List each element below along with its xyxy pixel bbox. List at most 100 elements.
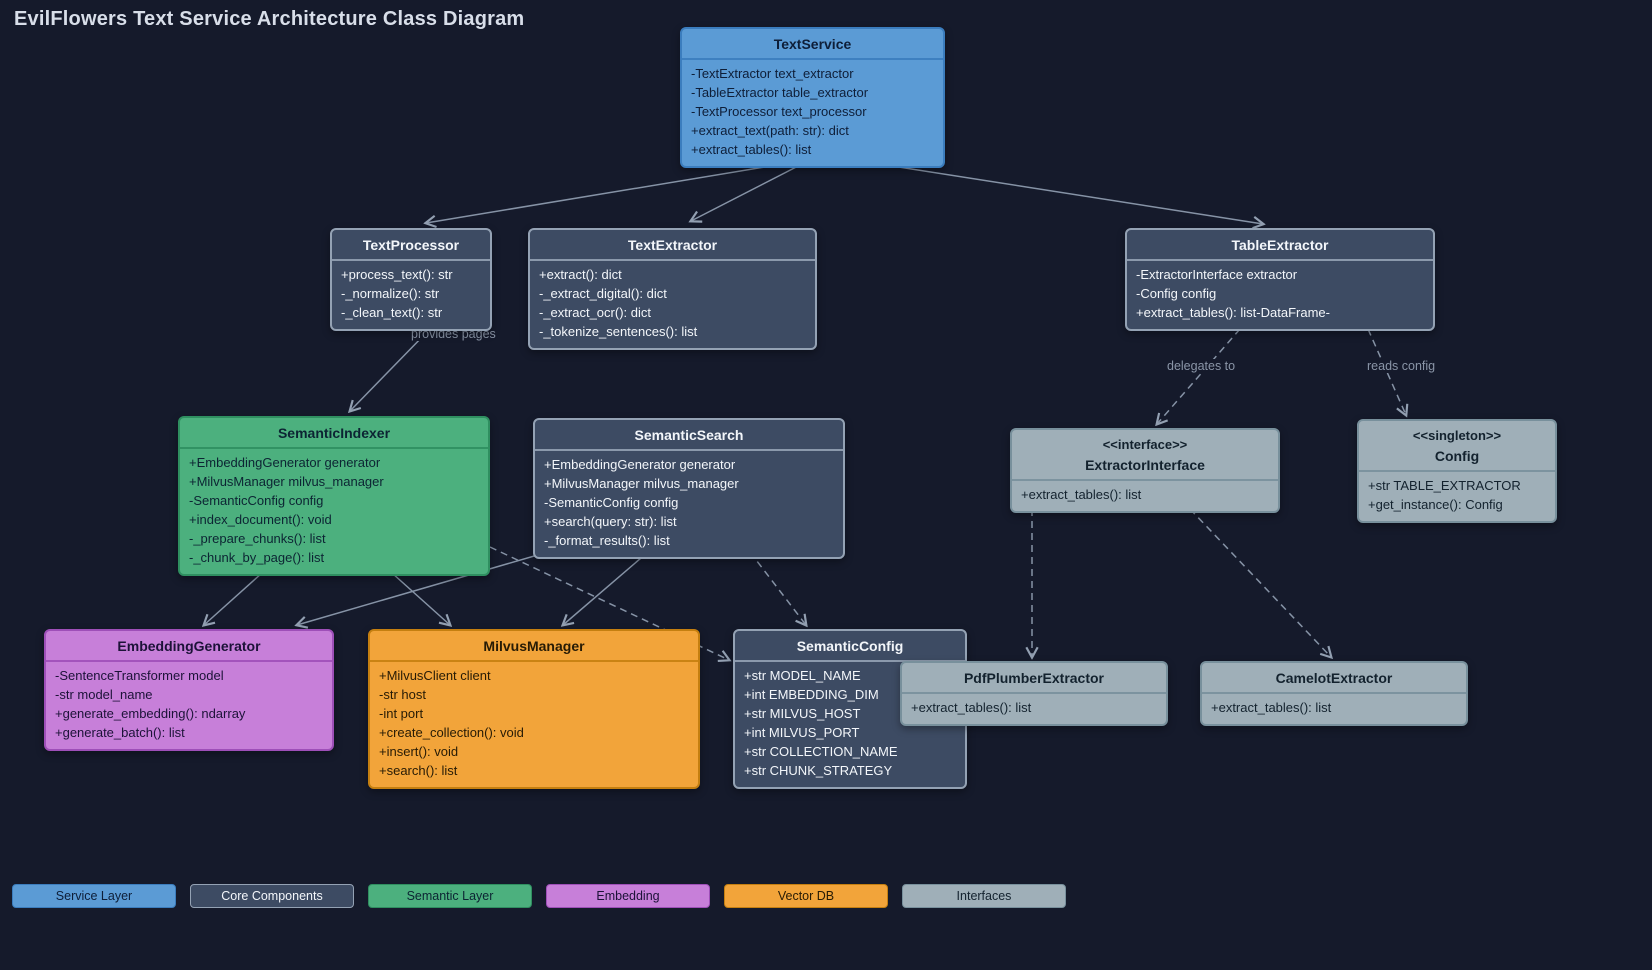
class-member: +insert(): void [379, 743, 459, 759]
class-member: +MilvusManager milvus_manager [189, 473, 384, 489]
class-member: +str MILVUS_HOST [744, 705, 861, 721]
class-text-service: TextService -TextExtractor text_extracto… [680, 27, 945, 168]
edge-extractorinterface-camelotextractor [1189, 508, 1331, 657]
class-title: TextProcessor [362, 237, 460, 253]
edge-textprocessor-semanticindexer [350, 330, 429, 411]
class-member: +MilvusClient client [379, 667, 491, 683]
class-members: +str MODEL_NAME +int EMBEDDING_DIM +str MI… [744, 666, 956, 780]
class-member: -SemanticConfig config [544, 494, 679, 510]
class-extractor-interface: <<interface>> ExtractorInterface +extrac… [1010, 428, 1280, 513]
class-title: MilvusManager [483, 638, 585, 654]
divider [902, 692, 1166, 694]
class-title: PdfPlumberExtractor [963, 670, 1105, 686]
class-members: +extract_tables(): list [911, 698, 1157, 717]
legend-item-vector-db: Vector DB [724, 884, 888, 908]
edge-textservice-textextractor [691, 161, 807, 221]
class-title: ExtractorInterface [1085, 457, 1205, 473]
class-member: -str host [379, 686, 426, 702]
edge-label-provides-pages: provides pages [408, 327, 499, 341]
class-semantic-indexer: SemanticIndexer +EmbeddingGenerator gene… [178, 416, 490, 576]
class-member: +create_collection(): void [379, 724, 524, 740]
divider [682, 58, 943, 60]
edge-tableextractor-config [1367, 328, 1406, 415]
edge-textservice-tableextractor [859, 160, 1263, 224]
class-title: SemanticIndexer [277, 425, 391, 441]
legend-item-embedding: Embedding [546, 884, 710, 908]
class-members: +EmbeddingGenerator generator+MilvusMana… [544, 455, 834, 550]
class-member: -TextExtractor text_extractor [691, 65, 854, 81]
class-members: -SentenceTransformer model-str model_nam… [55, 666, 323, 742]
divider [1012, 479, 1278, 481]
class-member: +extract_tables(): list [1211, 699, 1332, 715]
class-member: +extract_tables(): list-DataFrame- [1136, 304, 1330, 320]
class-member: +extract(): dict [539, 266, 622, 282]
class-member: +int EMBEDDING_DIM [744, 686, 879, 702]
class-member: -_tokenize_sentences(): list [539, 323, 698, 339]
class-member: +EmbeddingGenerator generator [544, 456, 736, 472]
divider [370, 660, 698, 662]
class-text-processor: TextProcessor +process_text(): str -_norm… [330, 228, 492, 331]
class-member: +str CHUNK_STRATEGY [744, 762, 893, 778]
class-member: +str TABLE_EXTRACTOR [1368, 477, 1521, 493]
class-semantic-config: SemanticConfig +str MODEL_NAME +int EMBED… [733, 629, 967, 789]
class-members: +EmbeddingGenerator generator +MilvusMana… [189, 453, 479, 567]
edge-semanticsearch-embeddinggenerator [297, 551, 549, 625]
divider [1202, 692, 1466, 694]
class-member: +process_text(): str [341, 266, 453, 282]
edge-label-reads-config: reads config [1364, 359, 1439, 373]
divider [180, 447, 488, 449]
edge-semanticindexer-milvusmanager [391, 572, 450, 625]
class-members: -ExtractorInterface extractor-Config con… [1136, 265, 1424, 322]
class-title: TextExtractor [627, 237, 718, 253]
class-member: -_extract_digital(): dict [539, 285, 667, 301]
edge-tableextractor-extractorinterface [1157, 328, 1241, 424]
edge-textservice-textprocessor [426, 161, 796, 223]
class-member: +search(query: str): list [544, 513, 677, 529]
class-member: +generate_batch(): list [55, 724, 185, 740]
class-member: +extract_tables(): list [1021, 486, 1142, 502]
class-config: <<singleton>> Config +str TABLE_EXTRACTO… [1357, 419, 1557, 523]
class-member: -int port [379, 705, 424, 721]
class-member: +extract_tables(): list [691, 141, 812, 157]
divider [1359, 470, 1555, 472]
divider [535, 449, 843, 451]
class-title: TableExtractor [1231, 237, 1329, 253]
class-text-extractor: TextExtractor +extract(): dict -_extract_… [528, 228, 817, 350]
class-member: -SemanticConfig config [189, 492, 324, 508]
class-member: +get_instance(): Config [1368, 496, 1503, 512]
class-member: -_clean_text(): str [341, 304, 443, 320]
divider [46, 660, 332, 662]
class-pdfplumber-extractor: PdfPlumberExtractor +extract_tables(): l… [900, 661, 1168, 726]
class-stereotype: <<singleton>> [1412, 428, 1502, 443]
class-member: -_prepare_chunks(): list [189, 530, 326, 546]
class-member: +str MODEL_NAME [744, 667, 861, 683]
divider [1127, 259, 1433, 261]
class-member: +extract_tables(): list [911, 699, 1032, 715]
class-members: +extract_tables(): list [1211, 698, 1457, 717]
class-title: SemanticConfig [796, 638, 904, 654]
class-member: -TextProcessor text_processor [691, 103, 867, 119]
class-members: +process_text(): str -_normalize(): str -_… [341, 265, 481, 322]
class-table-extractor: TableExtractor -ExtractorInterface extra… [1125, 228, 1435, 331]
class-members: +MilvusClient client -str host -int port +c… [379, 666, 689, 780]
class-members: +extract_tables(): list [1021, 485, 1269, 504]
class-member: +EmbeddingGenerator generator [189, 454, 381, 470]
class-member: -ExtractorInterface extractor [1136, 266, 1298, 282]
class-title: CamelotExtractor [1275, 670, 1393, 686]
divider [332, 259, 490, 261]
edge-semanticsearch-milvusmanager [563, 551, 649, 625]
class-title: SemanticSearch [634, 427, 744, 443]
edge-semanticindexer-embeddinggenerator [204, 572, 263, 625]
class-members: +extract(): dict -_extract_digital(): dic… [539, 265, 806, 341]
class-member: +index_document(): void [189, 511, 332, 527]
class-member: +str COLLECTION_NAME [744, 743, 898, 759]
class-member: +search(): list [379, 762, 458, 778]
class-camelot-extractor: CamelotExtractor +extract_tables(): list [1200, 661, 1468, 726]
divider [735, 660, 965, 662]
class-member: -_format_results(): list [544, 532, 670, 548]
edge-semanticsearch-semanticconfig [749, 551, 806, 625]
class-member: -_normalize(): str [341, 285, 440, 301]
class-member: +generate_embedding(): ndarray [55, 705, 246, 721]
class-members: -TextExtractor text_extractor-TableExtra… [691, 64, 934, 159]
